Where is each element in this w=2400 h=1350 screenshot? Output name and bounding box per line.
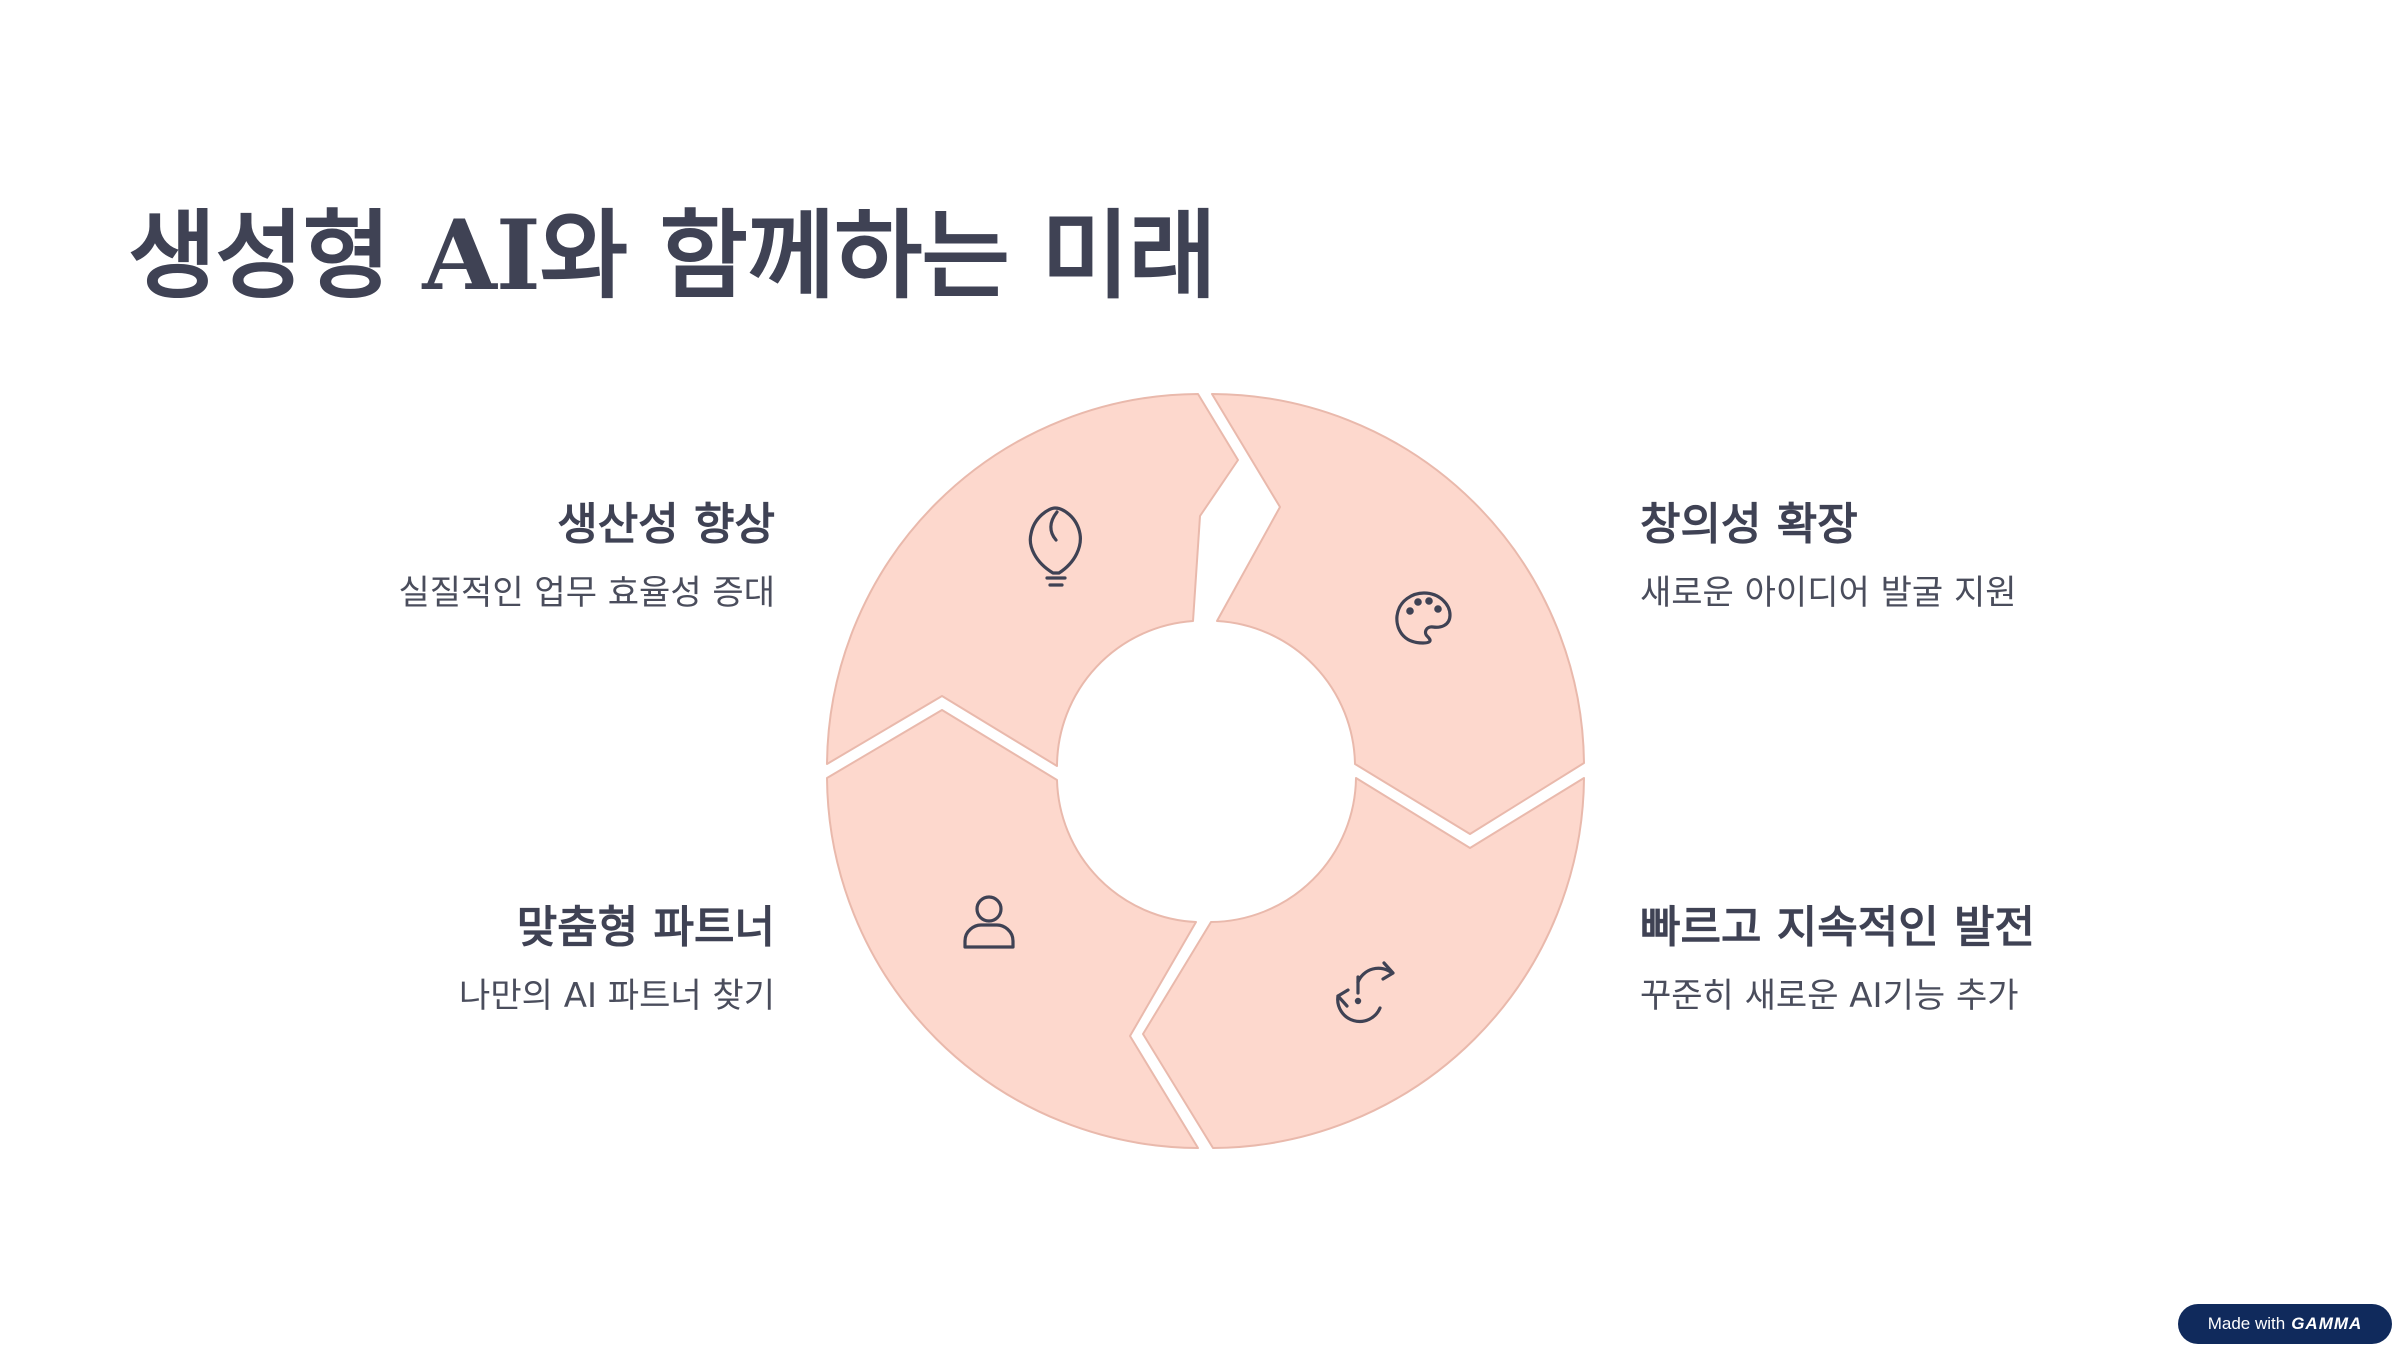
page-title: 생성형 AI와 함께하는 미래	[128, 199, 1217, 312]
item-title: 맞춤형 파트너	[516, 902, 775, 953]
segment-partner	[826, 709, 1199, 1149]
item-creativity: 창의성 확장 새로운 아이디어 발굴 지원	[1640, 495, 2240, 617]
item-progress: 빠르고 지속적인 발전 꾸준히 새로운 AI기능 추가	[1640, 898, 2240, 1020]
item-description: 꾸준히 새로운 AI기능 추가	[1640, 976, 2019, 1016]
segment-productivity	[826, 393, 1239, 767]
lightbulb-icon	[1028, 506, 1082, 587]
segment-progress	[1142, 777, 1585, 1149]
item-description: 새로운 아이디어 발굴 지원	[1640, 573, 2017, 613]
made-with-gamma-badge[interactable]: Made with GAMMA	[2178, 1304, 2392, 1344]
item-description: 나만의 AI 파트너 찾기	[459, 976, 775, 1016]
item-title: 생산성 향상	[557, 499, 775, 550]
item-description: 실질적인 업무 효율성 증대	[398, 573, 775, 613]
item-title: 빠르고 지속적인 발전	[1640, 902, 2035, 953]
palette-icon	[1395, 591, 1452, 645]
gamma-logo: GAMMA	[2291, 1314, 2363, 1333]
badge-prefix: Made with	[2207, 1314, 2286, 1333]
item-partner: 맞춤형 파트너 나만의 AI 파트너 찾기	[175, 898, 775, 1020]
item-title: 창의성 확장	[1640, 499, 1858, 550]
item-productivity: 생산성 향상 실질적인 업무 효율성 증대	[175, 495, 775, 617]
person-icon	[963, 895, 1015, 949]
refresh-alert-icon	[1336, 961, 1395, 1024]
